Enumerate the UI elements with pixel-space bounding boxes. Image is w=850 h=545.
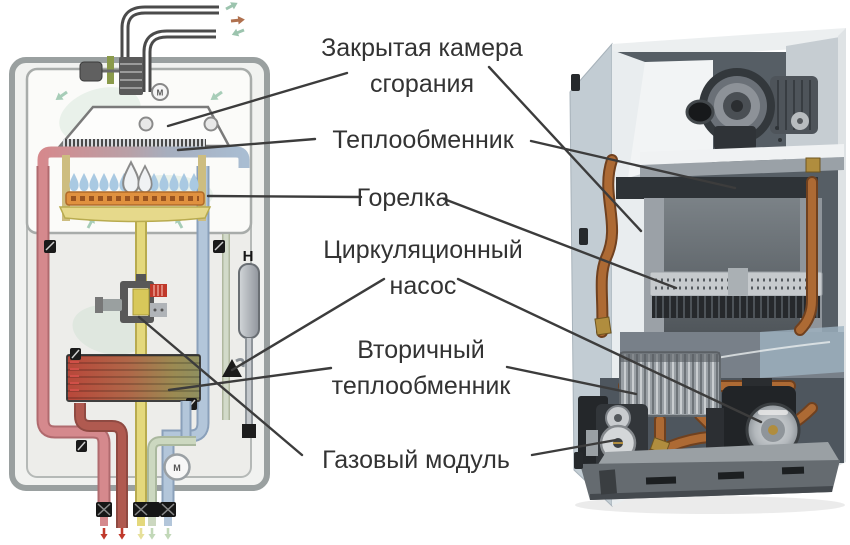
hood-bolt (138, 116, 154, 132)
hot-water-riser (36, 166, 111, 502)
photo-hx-top-edge (620, 352, 720, 362)
valve-stubs (100, 517, 172, 526)
fan-assembly (699, 68, 818, 150)
wall-tabs (571, 74, 588, 469)
leader-circulation-pump-left (230, 277, 386, 372)
label-combustion-chamber: Закрытая камера сгорания (321, 34, 523, 98)
service-valve (242, 424, 256, 438)
exhaust-arrow (230, 15, 246, 26)
return-pipe (74, 403, 128, 528)
air-intake-arrow (230, 26, 246, 39)
gas-valve-assembly (95, 274, 167, 323)
floor-shadow (575, 496, 845, 514)
label-heat-exchanger: Теплообменник (332, 126, 514, 154)
heat-exchanger-pipe (37, 146, 250, 168)
flue-collar-ridges (120, 63, 142, 89)
photo-heat-exchanger-slot (616, 177, 818, 199)
label-gas-module: Газовый модуль (322, 446, 510, 474)
screw (778, 138, 782, 142)
photo-combustion-chamber (644, 198, 823, 332)
boiler-schematic: M (9, 0, 270, 540)
air-intake-arrow (224, 0, 240, 13)
pump-symbol-triangle (222, 359, 242, 377)
leader-heat-exchanger-left (176, 137, 317, 152)
leader-combustion-chamber-left (166, 71, 349, 128)
hood-bolt (203, 116, 219, 132)
leader-secondary-hx-left (167, 366, 333, 392)
flue-pipes (120, 5, 219, 92)
valve-x (97, 503, 175, 516)
leader-secondary-hx-right (505, 365, 638, 396)
leader-gas-module-right (530, 438, 618, 457)
flue-collar (119, 57, 143, 95)
hx-tube-ends (70, 361, 79, 391)
dhw-loop (147, 401, 196, 502)
photo-base-lip (590, 486, 833, 500)
flue-outlet-hole (685, 99, 715, 125)
circulation-pump-symbol (163, 453, 191, 481)
screw (775, 126, 779, 130)
bottom-flow-arrows (100, 528, 172, 540)
base-slots (645, 466, 805, 485)
motor-mark: M (157, 89, 164, 98)
leader-circulation-pump-right (456, 277, 763, 424)
photo-shelf (640, 144, 844, 165)
photo-shelf-shadow (640, 157, 844, 178)
pump-symbol-curl (235, 358, 245, 368)
leader-gas-module-left (137, 315, 304, 457)
condensate-trap (238, 263, 260, 339)
burner-side-wall (62, 155, 70, 221)
base-foot (598, 469, 618, 495)
air-duct-panel (628, 60, 713, 178)
pump-motor-mark: M (173, 463, 181, 473)
fan-motor-symbol (151, 83, 169, 101)
leader-burner-right (442, 197, 678, 290)
leader-lines (137, 65, 763, 457)
photo-burner-comb (652, 296, 820, 318)
boiler-photo (569, 28, 846, 514)
burner-side-wall (198, 155, 206, 221)
h-fitting-mark: H (243, 248, 254, 265)
leader-heat-exchanger-right (529, 139, 737, 190)
photo-reflection (760, 326, 844, 378)
label-secondary-heat-exchanger: Вторичный теплообменник (331, 336, 511, 400)
junction-box (79, 61, 103, 82)
burner-tray (58, 206, 212, 223)
secondary-hx-texture (67, 355, 200, 401)
label-circulation-pump: Циркуляционный насос (323, 236, 523, 300)
label-burner: Горелка (356, 184, 450, 212)
leader-burner-left (206, 194, 363, 199)
